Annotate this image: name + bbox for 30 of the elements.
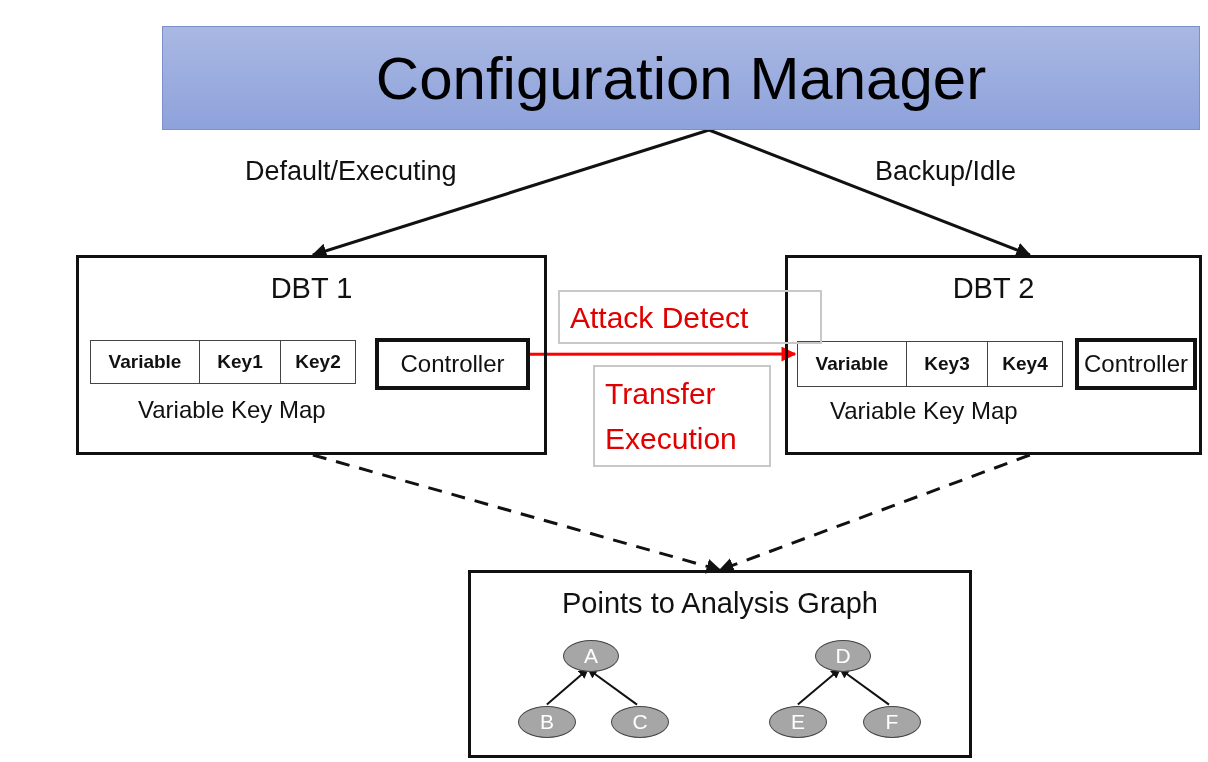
table-cell: Variable [797, 341, 907, 387]
graph-node-ellipse: C [611, 706, 669, 738]
graph-node-ellipse: F [863, 706, 921, 738]
banner-title: Configuration Manager [375, 43, 987, 113]
title-banner [162, 26, 1200, 130]
controller-box: Controller [1075, 338, 1197, 390]
table-cell: Key4 [987, 341, 1063, 387]
node-label: Variable Key Map [830, 397, 1018, 425]
table-cell: Key1 [199, 340, 281, 384]
component-box [76, 255, 547, 455]
note-box: Attack Detect [558, 290, 822, 344]
graph-node-ellipse: E [769, 706, 827, 738]
graph-node-ellipse: A [563, 640, 619, 672]
table-cell: Variable [90, 340, 200, 384]
graph-node-ellipse: D [815, 640, 871, 672]
table-cell: Key3 [906, 341, 988, 387]
key-map-table [91, 340, 359, 384]
key-map-table [798, 341, 1066, 387]
arrow [708, 128, 1032, 258]
node-label: Variable Key Map [138, 396, 326, 424]
dashed-arrow [718, 453, 1031, 573]
box-heading: DBT 2 [951, 272, 1036, 305]
component-box [468, 570, 972, 758]
box-heading: Points to Analysis Graph [561, 587, 879, 620]
component-box [785, 255, 1202, 455]
graph-node-ellipse: B [518, 706, 576, 738]
controller-box: Controller [375, 338, 530, 390]
box-heading: DBT 1 [269, 272, 354, 305]
table-cell: Key2 [280, 340, 356, 384]
note-box: Transfer Execution [593, 365, 771, 467]
